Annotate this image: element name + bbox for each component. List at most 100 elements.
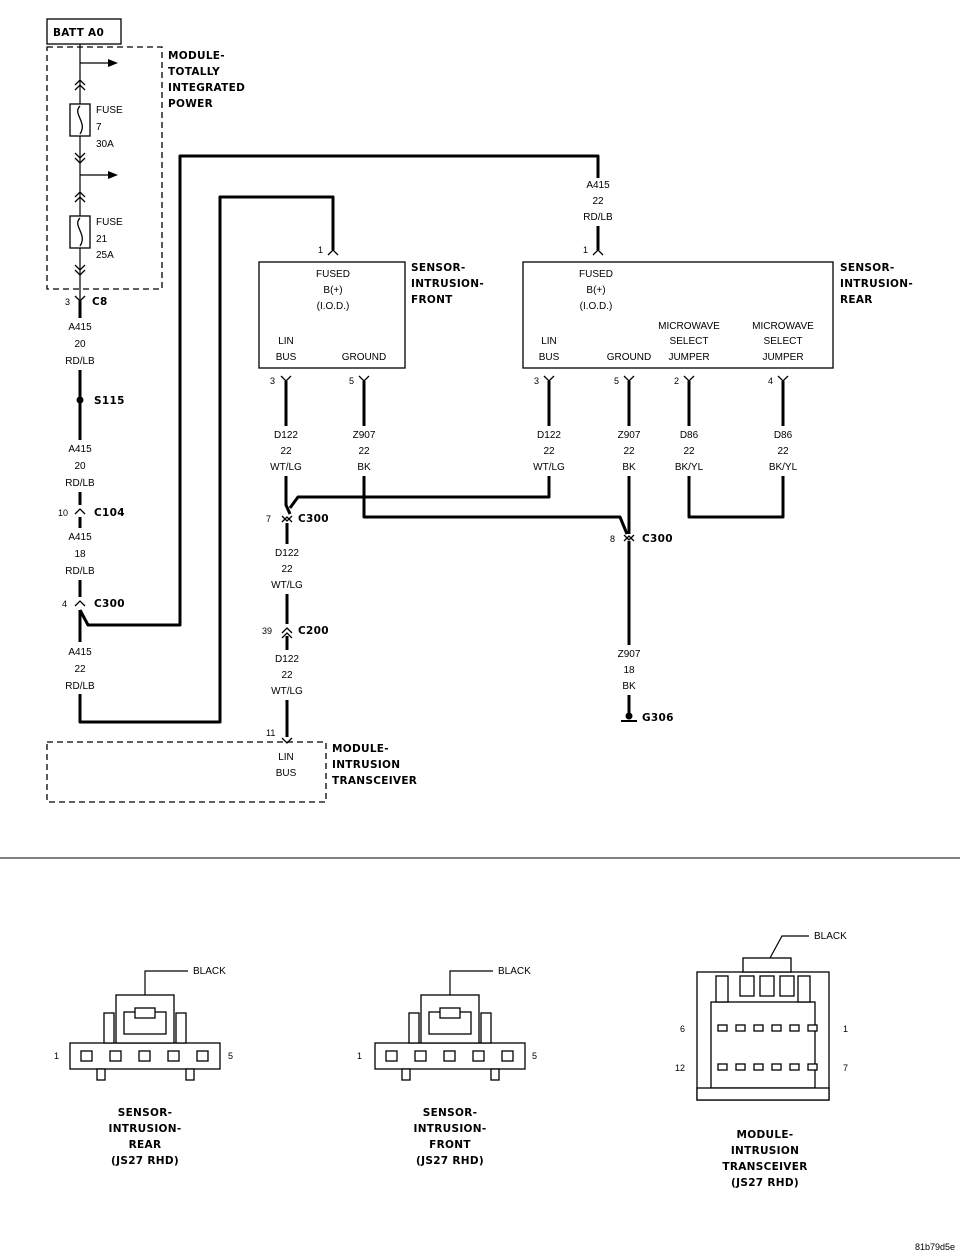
ground-g306: G306 bbox=[621, 712, 674, 724]
svg-text:D122: D122 bbox=[274, 430, 298, 441]
svg-text:D86: D86 bbox=[680, 430, 699, 441]
rear-callout-label: BLACK bbox=[193, 966, 226, 977]
svg-text:WT/LG: WT/LG bbox=[270, 462, 302, 473]
svg-text:TRANSCEIVER: TRANSCEIVER bbox=[332, 775, 417, 787]
svg-text:S115: S115 bbox=[94, 395, 125, 407]
svg-text:10: 10 bbox=[58, 508, 68, 518]
svg-text:Z907: Z907 bbox=[353, 430, 376, 441]
svg-text:JUMPER: JUMPER bbox=[762, 352, 803, 363]
tip-module: MODULE- TOTALLY INTEGRATED POWER FUSE 7 … bbox=[46, 44, 245, 300]
splice-s115 bbox=[76, 396, 84, 404]
svg-text:WT/LG: WT/LG bbox=[271, 686, 303, 697]
svg-text:SELECT: SELECT bbox=[764, 336, 803, 347]
svg-text:C300: C300 bbox=[94, 598, 125, 610]
svg-text:SENSOR-: SENSOR- bbox=[411, 262, 466, 274]
svg-text:(JS27 RHD): (JS27 RHD) bbox=[416, 1155, 484, 1167]
svg-text:WT/LG: WT/LG bbox=[533, 462, 565, 473]
svg-text:6: 6 bbox=[680, 1024, 685, 1034]
svg-text:C104: C104 bbox=[94, 507, 125, 519]
svg-text:LIN: LIN bbox=[278, 752, 294, 763]
svg-text:1: 1 bbox=[54, 1051, 59, 1061]
svg-text:5: 5 bbox=[228, 1051, 233, 1061]
svg-text:RD/LB: RD/LB bbox=[583, 212, 613, 223]
svg-text:4: 4 bbox=[768, 376, 773, 386]
fuse-21-label: FUSE bbox=[96, 217, 123, 228]
svg-text:A415: A415 bbox=[586, 180, 610, 191]
svg-text:MODULE-: MODULE- bbox=[332, 743, 389, 755]
svg-text:18: 18 bbox=[74, 549, 86, 560]
connector-c8: 3 C8 bbox=[65, 295, 107, 308]
svg-text:G306: G306 bbox=[642, 712, 674, 724]
svg-text:(I.O.D.): (I.O.D.) bbox=[317, 301, 350, 312]
svg-text:INTRUSION-: INTRUSION- bbox=[411, 278, 484, 290]
svg-text:RD/LB: RD/LB bbox=[65, 566, 95, 577]
svg-text:22: 22 bbox=[683, 446, 695, 457]
tip-module-line-4: POWER bbox=[168, 98, 213, 110]
svg-text:GROUND: GROUND bbox=[342, 352, 386, 363]
svg-text:(JS27 RHD): (JS27 RHD) bbox=[731, 1177, 799, 1189]
svg-text:7: 7 bbox=[266, 514, 271, 524]
svg-text:LIN: LIN bbox=[541, 336, 557, 347]
svg-text:A415: A415 bbox=[68, 444, 92, 455]
svg-text:5: 5 bbox=[349, 376, 354, 386]
svg-text:REAR: REAR bbox=[840, 294, 873, 306]
connector-view-rear: BLACK 1 5 SENSOR- INTRUSION- REAR (JS27 … bbox=[54, 966, 233, 1167]
connector-view-transceiver: BLACK 6 1 12 7 MODULE- INTRUSION TRANSCE… bbox=[675, 931, 848, 1189]
fuse-21-number: 21 bbox=[96, 234, 108, 245]
wire-d122-rear bbox=[288, 381, 551, 509]
connector-c300-pin7: 7 C300 bbox=[266, 513, 329, 525]
svg-text:BUS: BUS bbox=[276, 352, 297, 363]
svg-text:BUS: BUS bbox=[276, 768, 297, 779]
svg-text:12: 12 bbox=[675, 1063, 685, 1073]
transceiver-pins-bottom-row bbox=[717, 1063, 818, 1071]
connector-c104: 10 C104 bbox=[58, 505, 125, 519]
svg-text:INTRUSION: INTRUSION bbox=[332, 759, 400, 771]
wire-z907-front bbox=[362, 381, 629, 535]
connector-view-front: BLACK 1 5 SENSOR- INTRUSION- FRONT (JS27… bbox=[357, 966, 537, 1167]
svg-text:WT/LG: WT/LG bbox=[271, 580, 303, 591]
transceiver-callout-label: BLACK bbox=[814, 931, 847, 942]
svg-text:MICROWAVE: MICROWAVE bbox=[752, 321, 814, 332]
svg-text:20: 20 bbox=[74, 339, 86, 350]
svg-text:3: 3 bbox=[534, 376, 539, 386]
connector-c300-pin4: 4 C300 bbox=[62, 597, 125, 610]
tip-module-line-1: MODULE- bbox=[168, 50, 225, 62]
svg-text:39: 39 bbox=[262, 626, 272, 636]
svg-text:RD/LB: RD/LB bbox=[65, 681, 95, 692]
fuse-21-rating: 25A bbox=[96, 250, 114, 261]
svg-text:INTRUSION: INTRUSION bbox=[731, 1145, 799, 1157]
module-intrusion-transceiver: 11 LIN BUS MODULE- INTRUSION TRANSCEIVER bbox=[46, 728, 417, 803]
svg-text:22: 22 bbox=[543, 446, 555, 457]
svg-text:Z907: Z907 bbox=[618, 649, 641, 660]
svg-text:RD/LB: RD/LB bbox=[65, 478, 95, 489]
svg-text:GROUND: GROUND bbox=[607, 352, 651, 363]
svg-text:(JS27 RHD): (JS27 RHD) bbox=[111, 1155, 179, 1167]
svg-text:D86: D86 bbox=[774, 430, 793, 441]
fuse-7-rating: 30A bbox=[96, 139, 114, 150]
svg-text:FRONT: FRONT bbox=[411, 294, 453, 306]
svg-text:22: 22 bbox=[74, 664, 86, 675]
svg-text:Z907: Z907 bbox=[618, 430, 641, 441]
svg-text:22: 22 bbox=[280, 446, 292, 457]
svg-text:SENSOR-: SENSOR- bbox=[840, 262, 895, 274]
svg-text:RD/LB: RD/LB bbox=[65, 356, 95, 367]
wire-a415-to-rear bbox=[78, 154, 600, 627]
fuse-7-number: 7 bbox=[96, 122, 102, 133]
svg-text:BK/YL: BK/YL bbox=[675, 462, 704, 473]
svg-text:JUMPER: JUMPER bbox=[668, 352, 709, 363]
svg-text:BK: BK bbox=[357, 462, 371, 473]
front-callout-label: BLACK bbox=[498, 966, 531, 977]
svg-text:4: 4 bbox=[62, 599, 67, 609]
tip-module-line-3: INTEGRATED bbox=[168, 82, 245, 94]
svg-text:3: 3 bbox=[270, 376, 275, 386]
fuse-7-label: FUSE bbox=[96, 105, 123, 116]
svg-text:B(+): B(+) bbox=[586, 285, 605, 296]
sensor-intrusion-front: 1 FUSED B(+) (I.O.D.) LIN BUS GROUND SEN… bbox=[258, 245, 484, 386]
svg-text:5: 5 bbox=[532, 1051, 537, 1061]
svg-text:7: 7 bbox=[843, 1063, 848, 1073]
svg-text:8: 8 bbox=[610, 534, 615, 544]
svg-text:D122: D122 bbox=[537, 430, 561, 441]
svg-text:FRONT: FRONT bbox=[429, 1139, 471, 1151]
svg-text:22: 22 bbox=[281, 564, 293, 575]
svg-text:22: 22 bbox=[281, 670, 293, 681]
